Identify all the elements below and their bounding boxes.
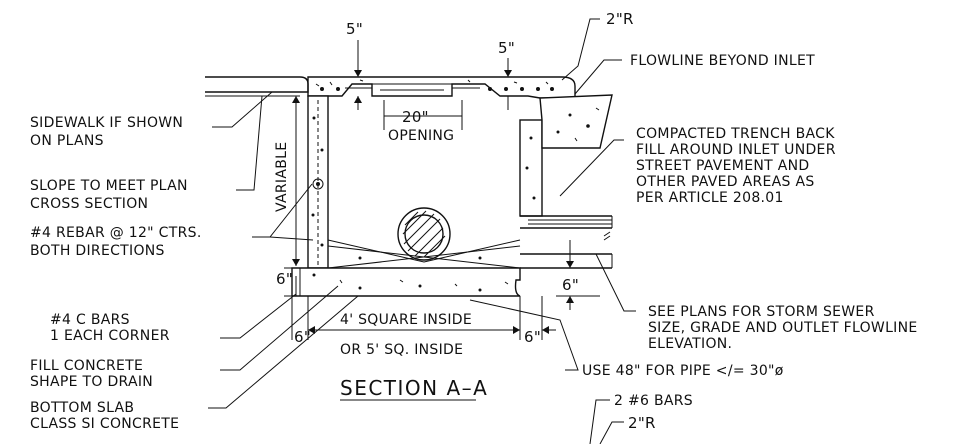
label-bars-note: 2 #6 BARS: [614, 393, 693, 409]
label-c-bars-2: 1 EACH CORNER: [50, 328, 170, 344]
label-storm-sewer-2: SIZE, GRADE AND OUTLET FLOWLINE: [648, 320, 918, 336]
leader-lines: [208, 18, 636, 444]
label-bars-radius: 2"R: [628, 414, 656, 432]
label-sidewalk-1: SIDEWALK IF SHOWN: [30, 115, 183, 131]
label-fill-2: SHAPE TO DRAIN: [30, 374, 153, 390]
label-slope-2: CROSS SECTION: [30, 196, 148, 212]
annotations: 5" 5" 2"R FLOWLINE BEYOND INLET 20" OPEN…: [30, 10, 918, 432]
curb-block: [539, 94, 613, 149]
label-c-bars-1: #4 C BARS: [50, 312, 130, 328]
label-flowline: FLOWLINE BEYOND INLET: [630, 53, 815, 69]
label-bottom-slab-2: CLASS SI CONCRETE: [30, 416, 179, 432]
label-backfill-5: PER ARTICLE 208.01: [636, 190, 784, 206]
label-inside-size: 4' SQUARE INSIDE: [340, 312, 472, 328]
top-slab: [307, 76, 576, 99]
dimension-lines: [284, 40, 600, 340]
label-backfill-3: STREET PAVEMENT AND: [636, 158, 809, 174]
dim-lid: 5": [498, 39, 515, 57]
pipe-section: [397, 207, 451, 261]
label-rebar-1: #4 REBAR @ 12" CTRS.: [30, 225, 202, 241]
label-slope-1: SLOPE TO MEET PLAN: [30, 178, 188, 194]
label-storm-sewer-3: ELEVATION.: [648, 336, 732, 352]
storm-sewer-pipe: [520, 215, 613, 269]
label-rebar-2: BOTH DIRECTIONS: [30, 243, 165, 259]
label-backfill-1: COMPACTED TRENCH BACK: [636, 126, 835, 142]
label-inside-alt: OR 5' SQ. INSIDE: [340, 342, 463, 358]
dim-opening: 20": [402, 108, 429, 126]
dim-top-slab: 5": [346, 20, 363, 38]
label-sidewalk-2: ON PLANS: [30, 133, 104, 149]
label-storm-sewer-1: SEE PLANS FOR STORM SEWER: [648, 304, 875, 320]
right-wall: [519, 119, 543, 217]
dim-bottom-slab-left: 6": [276, 270, 293, 288]
sidewalk-slab: [205, 76, 309, 97]
label-opening: OPENING: [388, 128, 454, 144]
label-fill-1: FILL CONCRETE: [30, 358, 143, 374]
dim-wall-left: 6": [294, 328, 311, 346]
dim-bottom-slab-right: 6": [562, 276, 579, 294]
label-backfill-4: OTHER PAVED AREAS AS: [636, 174, 815, 190]
fill-concrete: [327, 239, 521, 269]
label-bottom-slab-1: BOTTOM SLAB: [30, 400, 134, 416]
dim-top-radius: 2"R: [606, 10, 634, 28]
dim-wall-right: 6": [524, 328, 541, 346]
left-wall: [307, 95, 329, 269]
bottom-slab: [291, 267, 521, 297]
section-title: SECTION A–A: [340, 376, 488, 400]
dim-variable: VARIABLE: [274, 142, 290, 212]
label-backfill-2: FILL AROUND INLET UNDER: [636, 142, 836, 158]
label-pipe-note: USE 48" FOR PIPE </= 30"ø: [582, 363, 784, 379]
